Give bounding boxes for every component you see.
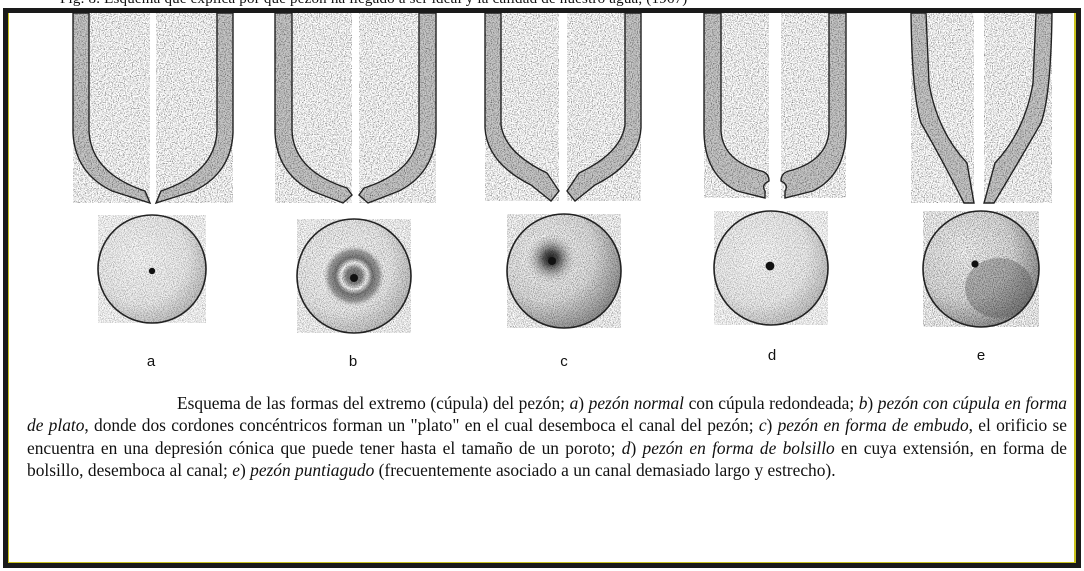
variant-label-c: c: [554, 353, 574, 370]
caption-term-a: pezón normal: [589, 393, 684, 413]
caption-text-a: con cúpula redondeada;: [684, 393, 859, 413]
caption-intro: Esquema de las formas del extremo (cúpul…: [177, 393, 570, 413]
caption-text-b: , donde dos cordones concéntricos forman…: [84, 415, 758, 435]
tube-b: [275, 13, 436, 203]
nipple-shapes-illustration: [9, 13, 1074, 383]
caption-letter-d: d: [622, 438, 631, 458]
caption-term-e: pezón puntiagudo: [250, 460, 374, 480]
tip-view-c: [507, 214, 621, 328]
tube-d: [704, 13, 846, 198]
variant-label-d: d: [762, 347, 782, 364]
variant-label-e: e: [971, 347, 991, 364]
tube-e: [911, 13, 1052, 203]
variant-label-b: b: [343, 353, 363, 370]
variant-label-a: a: [141, 353, 161, 370]
caption-letter-b: b: [859, 393, 868, 413]
cropped-header-text: Fig. 8. Esquema que explica por qué pezó…: [60, 0, 688, 8]
tube-c: [485, 13, 641, 201]
caption-term-c: pezón en forma de embudo: [778, 415, 969, 435]
caption-paragraph: Esquema de las formas del extremo (cúpul…: [27, 392, 1067, 482]
tip-view-d: [714, 211, 828, 325]
caption-term-d: pezón en forma de bolsillo: [643, 438, 835, 458]
tube-a: [73, 13, 233, 203]
tip-view-b: [297, 219, 411, 333]
tip-view-a: [98, 215, 206, 323]
tip-view-e: [923, 211, 1039, 327]
caption-letter-a: a: [570, 393, 579, 413]
caption-letter-c: c: [759, 415, 767, 435]
figure-panel: a b c d e Esquema de las formas del extr…: [9, 13, 1074, 562]
caption-letter-e: e: [232, 460, 240, 480]
cropped-header-line: Fig. 8. Esquema que explica por qué pezó…: [0, 0, 1084, 8]
caption-text-e: (frecuentemente asociado a un canal dema…: [374, 460, 835, 480]
figure-caption: Esquema de las formas del extremo (cúpul…: [27, 392, 1067, 482]
